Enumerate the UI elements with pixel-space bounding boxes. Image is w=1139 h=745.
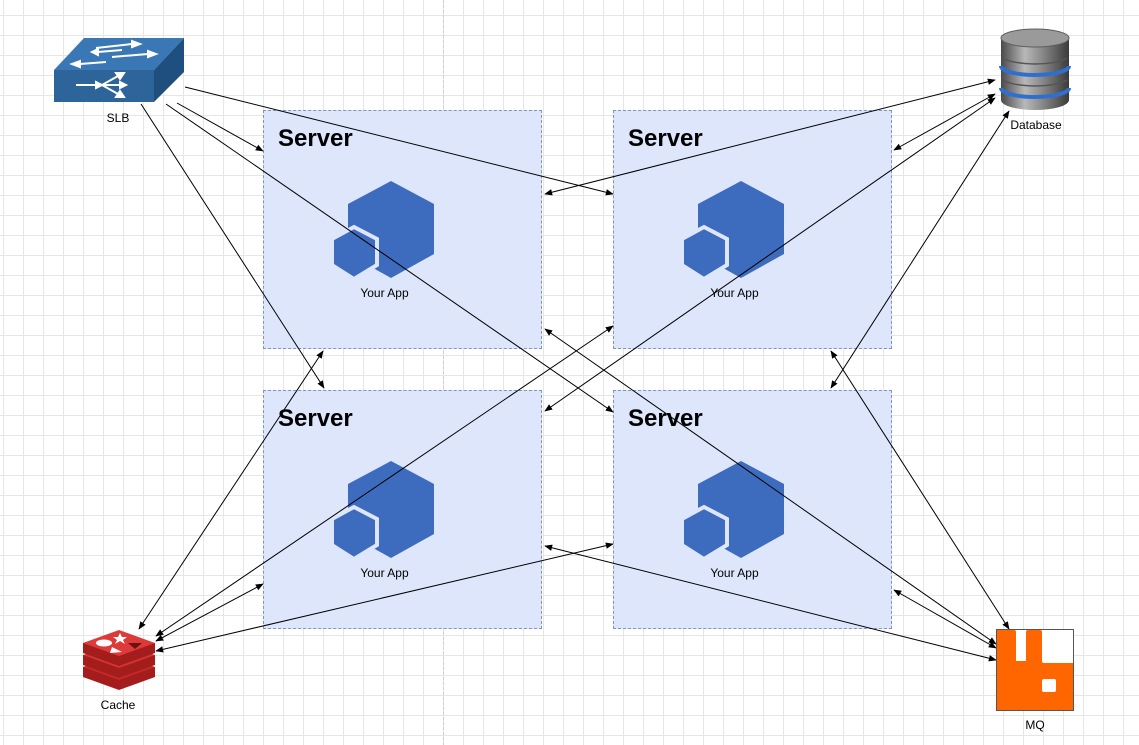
app-hexagon-icon — [332, 181, 434, 281]
rabbitmq-icon — [996, 629, 1074, 711]
slb-label: SLB — [106, 111, 130, 125]
edge-slb-server-tl[interactable] — [176, 102, 264, 152]
network-switch-icon — [54, 38, 184, 102]
edge-slb-server-br[interactable] — [165, 103, 614, 413]
database-label: Database — [1010, 118, 1062, 132]
edge-server-tl-mq[interactable] — [544, 328, 997, 645]
edge-server-br-database[interactable] — [830, 110, 1010, 389]
app-label: Your App — [360, 286, 409, 300]
edge-server-br-mq[interactable] — [893, 589, 997, 649]
mq-node[interactable] — [996, 629, 1074, 711]
edge-slb-server-tr[interactable] — [184, 86, 614, 196]
edge-slb-server-bl[interactable] — [140, 103, 325, 389]
slb-node[interactable] — [52, 36, 186, 104]
edge-server-bl-database[interactable] — [544, 97, 996, 412]
cache-node[interactable] — [82, 629, 156, 691]
database-icon — [999, 28, 1071, 110]
edge-server-bl-cache[interactable] — [155, 583, 264, 642]
edge-server-bl-mq[interactable] — [544, 544, 997, 662]
edge-server-tr-database[interactable] — [893, 93, 996, 151]
edge-server-tr-cache[interactable] — [155, 325, 614, 637]
mq-label: MQ — [1025, 718, 1045, 732]
cache-label: Cache — [100, 698, 136, 712]
edge-server-br-cache[interactable] — [155, 542, 614, 653]
database-node[interactable] — [999, 28, 1071, 112]
edge-server-tl-cache[interactable] — [138, 350, 324, 630]
redis-icon — [83, 630, 155, 690]
edge-server-tl-database[interactable] — [544, 78, 996, 196]
server-container-top-left[interactable]: Server Your App — [263, 110, 542, 349]
edge-server-tr-mq[interactable] — [830, 350, 1010, 630]
server-title: Server — [278, 125, 353, 152]
